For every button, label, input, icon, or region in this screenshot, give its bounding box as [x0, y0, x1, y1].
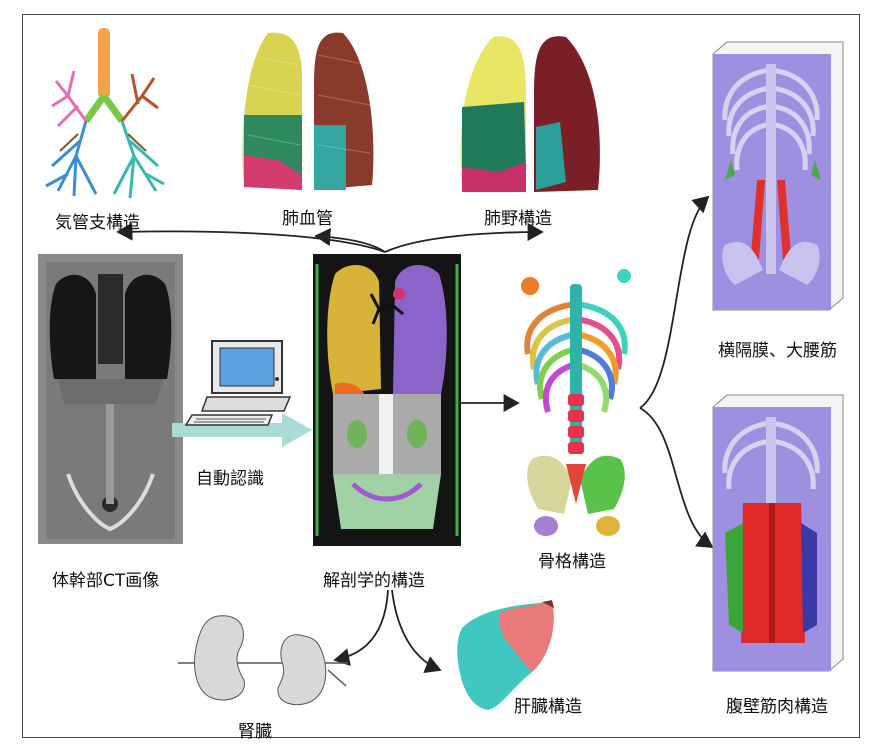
label-ct-image: 体幹部CT画像	[52, 566, 159, 591]
arrow-to-lobes	[385, 232, 542, 252]
arrow-to-trachea	[118, 231, 385, 252]
label-diaphragm-psoas: 横隔膜、大腰筋	[718, 336, 837, 361]
label-skeleton: 骨格構造	[538, 547, 606, 572]
label-liver: 肝臓構造	[514, 692, 582, 717]
label-pulmonary-vessels: 肺血管	[282, 204, 333, 229]
anatomical-structure-image	[313, 254, 461, 546]
arrow-to-liver	[392, 590, 440, 670]
label-trachea: 気管支構造	[55, 208, 140, 233]
label-abdominal-wall: 腹壁筋肉構造	[726, 692, 828, 717]
label-kidney: 腎臓	[238, 717, 272, 742]
skeleton-illustration	[514, 264, 639, 542]
diaphragm-psoas-image	[705, 40, 845, 312]
label-lung-lobes: 肺野構造	[484, 204, 552, 229]
lung-lobes-illustration	[458, 32, 603, 197]
arrow-to-abdominal	[640, 408, 712, 547]
kidney-illustration	[178, 608, 353, 708]
arrow-to-diaphragm	[640, 197, 708, 408]
abdominal-wall-image	[705, 393, 845, 673]
label-auto-recognition: 自動認識	[196, 464, 264, 489]
trachea-illustration	[38, 26, 168, 206]
computer-illustration	[172, 335, 322, 455]
label-anatomy: 解剖学的構造	[323, 566, 425, 591]
ct-image	[38, 254, 183, 544]
pulmonary-vessels-illustration	[238, 25, 378, 195]
